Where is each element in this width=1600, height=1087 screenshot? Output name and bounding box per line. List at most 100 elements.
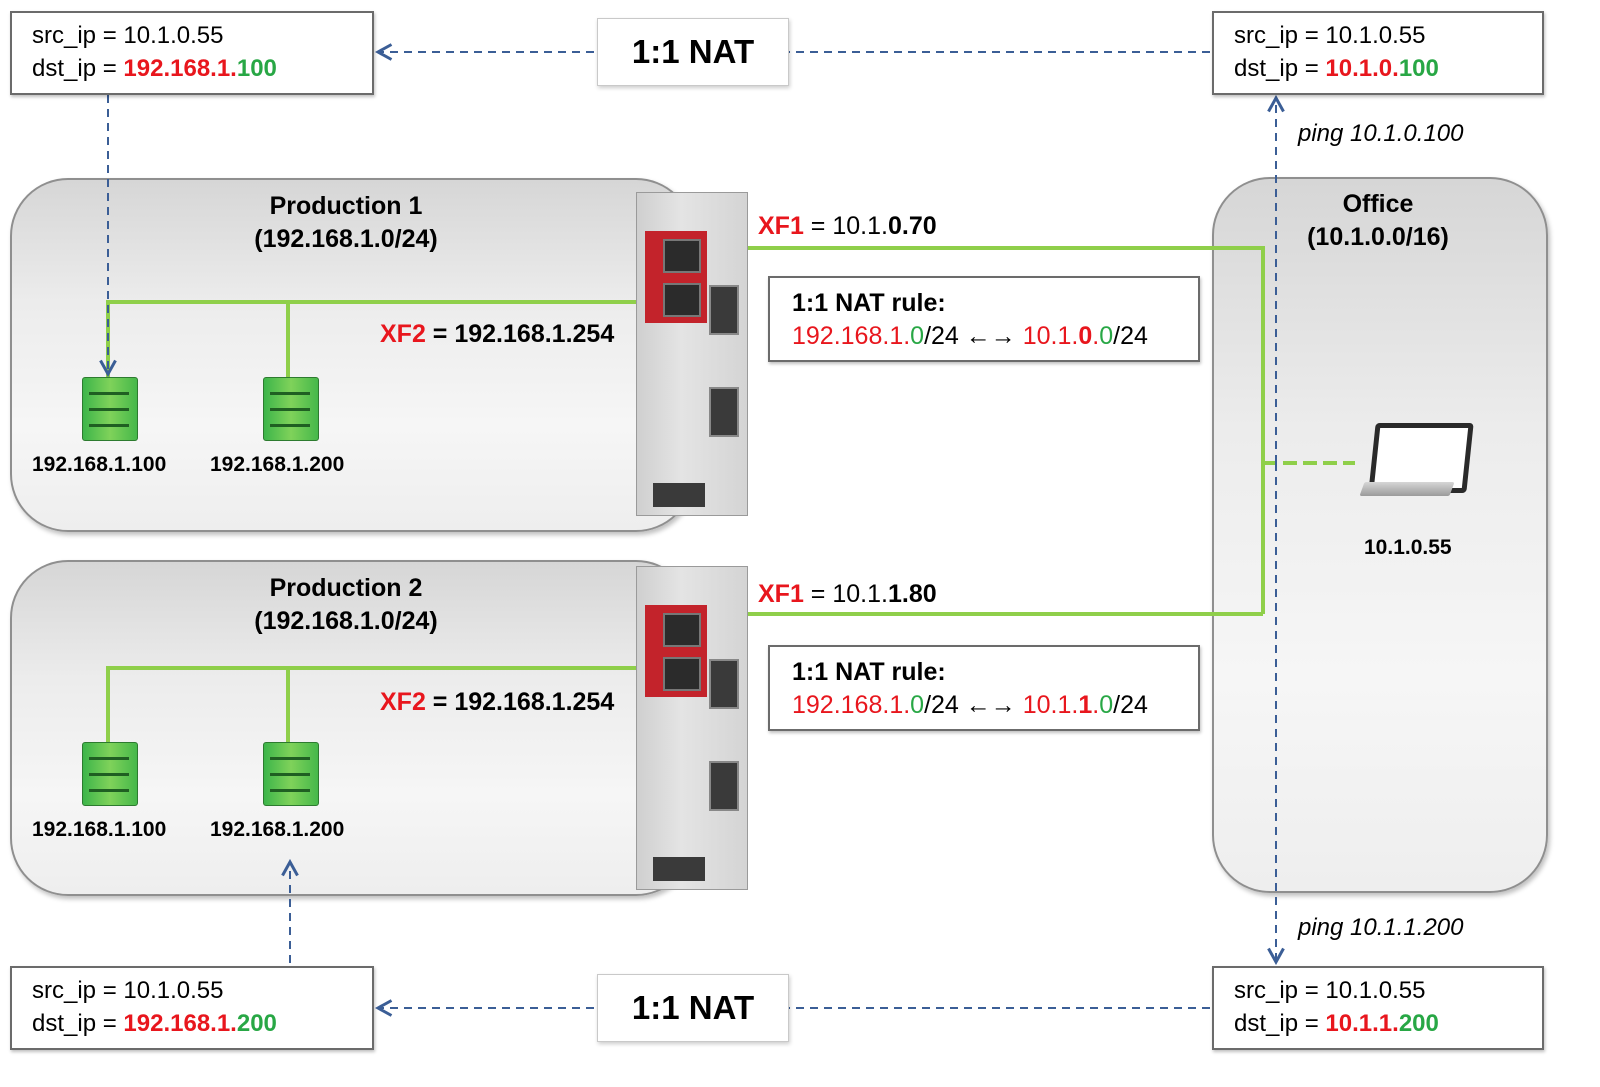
rule-src-host: 0 xyxy=(910,691,925,719)
laptop-ip: 10.1.0.55 xyxy=(1364,536,1452,559)
power-connector xyxy=(653,483,705,507)
production2-subnet: (192.168.1.0/24) xyxy=(254,607,438,635)
xf1-port xyxy=(663,613,701,647)
dst-ip-host: 200 xyxy=(1398,1010,1439,1037)
src-ip-line: src_ip = 10.1.0.55 xyxy=(1234,22,1426,49)
production1-zone xyxy=(10,178,694,532)
xf1-ip-bold: 1.80 xyxy=(887,580,937,608)
src-ip-line: src_ip = 10.1.0.55 xyxy=(32,977,224,1004)
office-subnet: (10.1.0.0/16) xyxy=(1307,223,1449,251)
xf1-name: XF1 xyxy=(758,580,804,608)
p2-device2-ip: 192.168.1.200 xyxy=(210,818,345,841)
xf1-port xyxy=(663,239,701,273)
p2-xf1-label: XF1 = 10.1.1.80 xyxy=(758,580,937,609)
bidirectional-arrow: ←→ xyxy=(958,322,1023,350)
rule-src-host: 0 xyxy=(910,322,925,350)
production2-name: Production 2 xyxy=(269,574,423,602)
production1-name: Production 1 xyxy=(269,192,423,220)
nat-rule-title: 1:1 NAT rule: xyxy=(792,658,946,686)
terminal-block xyxy=(709,761,739,811)
xf2-port xyxy=(663,657,701,691)
p1-xf1-label: XF1 = 10.1.0.70 xyxy=(758,212,937,241)
dst-ip-network: 10.1.0. xyxy=(1325,55,1399,82)
router-production1 xyxy=(636,192,748,516)
rule-src-mask: /24 xyxy=(924,691,959,719)
laptop-base xyxy=(1359,482,1455,496)
office-title: Office (10.1.0.0/16) xyxy=(1228,188,1528,254)
ping-bottom-label: ping 10.1.1.200 xyxy=(1298,914,1464,941)
rule-dst-network: 10.1. xyxy=(1022,322,1079,350)
xf1-ip: = 10.1. xyxy=(803,580,888,608)
xf2-ip: = 192.168.1.254 xyxy=(425,320,615,348)
dst-ip-prefix: dst_ip = xyxy=(1234,1010,1326,1037)
dst-ip-network: 192.168.1. xyxy=(123,55,237,82)
dst-ip-line: dst_ip = 10.1.0.100 xyxy=(1234,52,1542,85)
p2-nat-rule-box: 1:1 NAT rule: 192.168.1.0/24 ←→ 10.1.1.0… xyxy=(768,645,1200,731)
dst-ip-prefix: dst_ip = xyxy=(32,55,124,82)
power-connector xyxy=(653,857,705,881)
nat-label-bottom: 1:1 NAT xyxy=(597,974,789,1042)
production1-subnet: (192.168.1.0/24) xyxy=(254,225,438,253)
top-left-packet-box: src_ip = 10.1.0.55 dst_ip = 192.168.1.10… xyxy=(10,11,374,95)
terminal-block xyxy=(709,659,739,709)
ping-top-label: ping 10.1.0.100 xyxy=(1298,120,1464,147)
dst-ip-network: 10.1.1. xyxy=(1325,1010,1399,1037)
rule-dst-dot: . xyxy=(1092,322,1100,350)
rule-dst-host: 0 xyxy=(1099,322,1114,350)
rule-dst-subnet: 0 xyxy=(1078,322,1093,350)
dst-ip-line: dst_ip = 192.168.1.200 xyxy=(32,1007,372,1040)
xf1-name: XF1 xyxy=(758,212,804,240)
office-name: Office xyxy=(1342,190,1414,218)
src-ip-line: src_ip = 10.1.0.55 xyxy=(1234,977,1426,1004)
dst-ip-host: 100 xyxy=(1398,55,1439,82)
p1-device1-ip: 192.168.1.100 xyxy=(32,453,167,476)
production1-title: Production 1 (192.168.1.0/24) xyxy=(196,190,496,256)
production2-title: Production 2 (192.168.1.0/24) xyxy=(196,572,496,638)
dst-ip-network: 192.168.1. xyxy=(123,1010,237,1037)
p2-xf2-label: XF2 = 192.168.1.254 xyxy=(380,688,614,717)
xf1-ip: = 10.1. xyxy=(803,212,888,240)
dst-ip-line: dst_ip = 10.1.1.200 xyxy=(1234,1007,1542,1040)
dst-ip-host: 100 xyxy=(236,55,277,82)
bottom-right-packet-box: src_ip = 10.1.0.55 dst_ip = 10.1.1.200 xyxy=(1212,966,1544,1050)
top-right-packet-box: src_ip = 10.1.0.55 dst_ip = 10.1.0.100 xyxy=(1212,11,1544,95)
xf2-name: XF2 xyxy=(380,320,426,348)
rule-dst-network: 10.1. xyxy=(1022,691,1079,719)
plc-device-icon xyxy=(82,742,138,806)
router-production2 xyxy=(636,566,748,890)
rule-dst-mask: /24 xyxy=(1113,322,1148,350)
nat-rule-mapping: 192.168.1.0/24 ←→ 10.1.0.0/24 xyxy=(792,320,1198,353)
bottom-left-packet-box: src_ip = 10.1.0.55 dst_ip = 192.168.1.20… xyxy=(10,966,374,1050)
rule-dst-subnet: 1 xyxy=(1078,691,1093,719)
production2-zone xyxy=(10,560,694,896)
dst-ip-prefix: dst_ip = xyxy=(32,1010,124,1037)
xf1-ip-bold: 0.70 xyxy=(887,212,937,240)
bidirectional-arrow: ←→ xyxy=(958,691,1023,719)
plc-device-icon xyxy=(263,742,319,806)
rule-dst-host: 0 xyxy=(1099,691,1114,719)
p1-device2-ip: 192.168.1.200 xyxy=(210,453,345,476)
router-red-panel xyxy=(645,231,707,323)
xf2-port xyxy=(663,283,701,317)
router-red-panel xyxy=(645,605,707,697)
xf2-name: XF2 xyxy=(380,688,426,716)
dst-ip-prefix: dst_ip = xyxy=(1234,55,1326,82)
xf2-ip: = 192.168.1.254 xyxy=(425,688,615,716)
dst-ip-host: 200 xyxy=(236,1010,277,1037)
p1-nat-rule-box: 1:1 NAT rule: 192.168.1.0/24 ←→ 10.1.0.0… xyxy=(768,276,1200,362)
rule-src-network: 192.168.1. xyxy=(792,322,911,350)
dst-ip-line: dst_ip = 192.168.1.100 xyxy=(32,52,372,85)
nat-rule-title: 1:1 NAT rule: xyxy=(792,289,946,317)
rule-dst-dot: . xyxy=(1092,691,1100,719)
nat-label-top: 1:1 NAT xyxy=(597,18,789,86)
src-ip-line: src_ip = 10.1.0.55 xyxy=(32,22,224,49)
rule-src-mask: /24 xyxy=(924,322,959,350)
nat-rule-mapping: 192.168.1.0/24 ←→ 10.1.1.0/24 xyxy=(792,689,1198,722)
rule-dst-mask: /24 xyxy=(1113,691,1148,719)
p1-xf2-label: XF2 = 192.168.1.254 xyxy=(380,320,614,349)
plc-device-icon xyxy=(263,377,319,441)
plc-device-icon xyxy=(82,377,138,441)
p2-device1-ip: 192.168.1.100 xyxy=(32,818,167,841)
rule-src-network: 192.168.1. xyxy=(792,691,911,719)
